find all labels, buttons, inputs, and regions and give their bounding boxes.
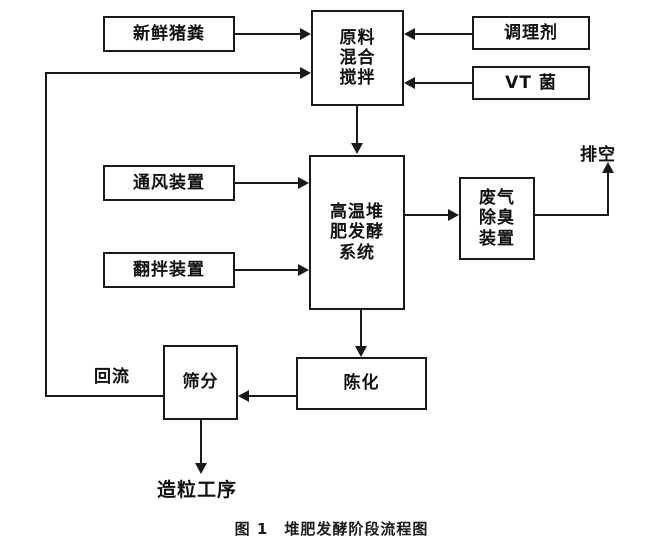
edge-reflux-screening-bottom-segment [45, 395, 165, 397]
edge-mixing-to-fermentation [356, 106, 358, 144]
edge-fermentation-to-aging [360, 310, 362, 347]
node-aging: 陈化 [296, 357, 427, 410]
node-gas-deodorization: 废气 除臭 装置 [459, 177, 535, 260]
edge-aging-to-screening [249, 395, 296, 397]
label-vent-to-air: 排空 [580, 145, 616, 165]
arrowhead-reflux-to-mixing [300, 67, 311, 79]
node-screening-label: 筛分 [182, 372, 219, 393]
edge-gas-deodorization-to-vent-vertical [607, 172, 609, 216]
arrowhead-aging-to-screening [238, 390, 249, 402]
edge-fermentation-to-gas-deodorization [405, 214, 449, 216]
arrowhead-vt-bacteria-to-mixing [404, 77, 415, 89]
node-vt-bacteria: VT 菌 [472, 66, 590, 100]
node-fresh-manure: 新鲜猪粪 [103, 16, 235, 52]
arrowhead-fermentation-to-gas-deodorization [448, 209, 459, 221]
arrowhead-ventilation-to-fermentation [298, 177, 309, 189]
arrowhead-mixing-to-fermentation [351, 143, 363, 154]
node-fresh-manure-label: 新鲜猪粪 [133, 23, 205, 44]
node-conditioner-label: 调理剂 [504, 22, 558, 43]
edge-conditioner-to-mixing [415, 33, 472, 35]
edge-gas-deodorization-to-vent-horizontal [535, 214, 609, 216]
node-turning-device: 翻拌装置 [103, 252, 235, 288]
node-mixing: 原料 混合 搅拌 [311, 10, 404, 106]
node-aging-label: 陈化 [343, 373, 380, 394]
node-vt-bacteria-label: VT 菌 [505, 72, 557, 93]
node-turning-device-label: 翻拌装置 [133, 259, 205, 280]
node-screening: 筛分 [163, 345, 238, 420]
arrowhead-turning-to-fermentation [298, 264, 309, 276]
label-granulation: 造粒工序 [157, 479, 238, 501]
edge-reflux-vertical-segment [45, 72, 47, 397]
arrowhead-fermentation-to-aging [355, 346, 367, 357]
node-conditioner: 调理剂 [472, 16, 590, 50]
label-reflux: 回流 [94, 367, 130, 387]
node-mixing-label: 原料 混合 搅拌 [339, 27, 376, 89]
arrowhead-fresh-manure-to-mixing [300, 28, 311, 40]
arrowhead-vent-to-air [602, 162, 614, 173]
arrowhead-conditioner-to-mixing [404, 28, 415, 40]
node-fermentation-system-label: 高温堆 肥发酵 系统 [330, 202, 384, 263]
edge-vt-bacteria-to-mixing [415, 82, 472, 84]
edge-fresh-manure-to-mixing [235, 33, 301, 35]
node-ventilation-device: 通风装置 [103, 165, 235, 201]
node-ventilation-device-label: 通风装置 [133, 172, 205, 193]
node-gas-deodorization-label: 废气 除臭 装置 [479, 188, 515, 249]
edge-screening-to-granulation [200, 420, 202, 465]
node-fermentation-system: 高温堆 肥发酵 系统 [309, 155, 405, 310]
edge-turning-to-fermentation [235, 269, 299, 271]
figure-caption: 图 1 堆肥发酵阶段流程图 [234, 520, 429, 538]
edge-ventilation-to-fermentation [235, 182, 299, 184]
arrowhead-screening-to-granulation [195, 463, 207, 474]
edge-reflux-top-segment [45, 72, 301, 74]
